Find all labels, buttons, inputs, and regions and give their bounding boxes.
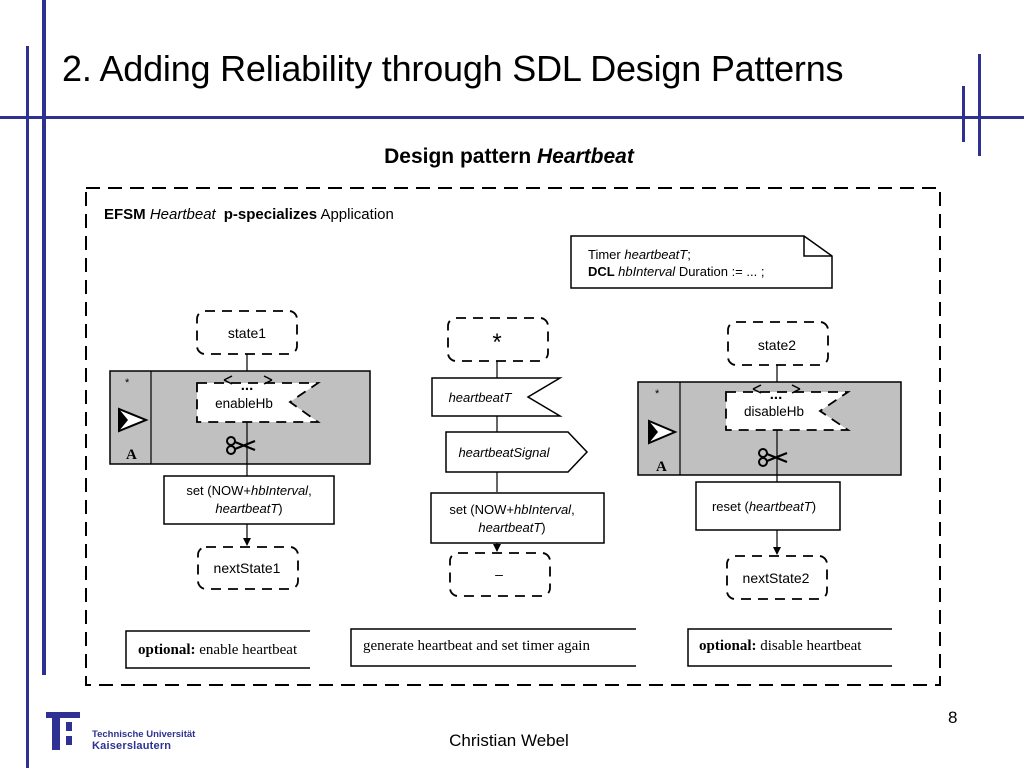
left-set-timer: heartbeatT bbox=[215, 501, 279, 516]
efsm-pattern-name: Heartbeat bbox=[150, 206, 217, 223]
reset-close: ) bbox=[812, 499, 816, 514]
right-play-icon-fill bbox=[649, 421, 658, 443]
page-number: 8 bbox=[948, 708, 958, 727]
dash-state-label: – bbox=[495, 566, 503, 582]
left-set-timer-task bbox=[163, 475, 335, 525]
middle-note bbox=[350, 628, 636, 667]
pattern-heading-prefix: Design pattern bbox=[384, 145, 537, 168]
left-optional-note bbox=[125, 630, 310, 669]
declaration-note bbox=[570, 235, 833, 289]
left-set-close: ) bbox=[278, 501, 282, 516]
middle-set-interval: hbInterval bbox=[514, 502, 572, 517]
left-set-prefix: set (NOW+ bbox=[186, 483, 251, 498]
declaration-var-name: hbInterval bbox=[618, 264, 676, 279]
declaration-timer-name: heartbeatT bbox=[624, 247, 688, 262]
declaration-note-fold bbox=[803, 236, 832, 257]
left-set-comma: , bbox=[308, 483, 312, 498]
enablehb-label: enableHb bbox=[215, 396, 273, 411]
declaration-dcl-keyword: DCL bbox=[588, 264, 618, 279]
left-set-line1: set (NOW+hbInterval, bbox=[186, 483, 311, 498]
heartbeatt-input-signal bbox=[431, 377, 563, 417]
middle-set-prefix: set (NOW+ bbox=[449, 502, 514, 517]
slide-title: 2. Adding Reliability through SDL Design… bbox=[62, 48, 844, 89]
university-logo: Technische Universität Kaiserslautern bbox=[44, 706, 214, 756]
middle-set-timer: heartbeatT bbox=[478, 520, 542, 535]
right-accent-bar-1 bbox=[962, 86, 965, 142]
tu-logo-mark bbox=[46, 712, 80, 750]
left-scissors-icon bbox=[226, 436, 256, 455]
right-accent-bar-2 bbox=[978, 54, 981, 156]
disablehb-arrow-left bbox=[752, 384, 762, 394]
left-optional-desc: enable heartbeat bbox=[196, 642, 298, 658]
left-optional-label: optional: bbox=[138, 642, 196, 658]
disablehb-arrow-right bbox=[791, 384, 801, 394]
nextstate2-box bbox=[726, 555, 828, 600]
reset-timer-text: reset (heartbeatT) bbox=[712, 499, 816, 514]
disablehb-label: disableHb bbox=[744, 404, 804, 419]
enablehb-arrow-right bbox=[263, 375, 273, 385]
reset-prefix: reset ( bbox=[712, 499, 750, 514]
logo-line2: Kaiserslautern bbox=[92, 740, 172, 752]
state2-label: state2 bbox=[758, 337, 796, 353]
right-optional-text: optional: disable heartbeat bbox=[699, 638, 862, 654]
middle-set-timer-task bbox=[430, 492, 605, 544]
nextstate2-label: nextState2 bbox=[743, 570, 810, 586]
efsm-header: EFSM Heartbeat p-specializes Application bbox=[104, 206, 394, 223]
dash-state-box bbox=[449, 552, 551, 597]
reset-timer-name: heartbeatT bbox=[749, 499, 813, 514]
middle-set-line1: set (NOW+hbInterval, bbox=[449, 502, 574, 517]
right-optional-note bbox=[687, 628, 892, 667]
any-state-label: * bbox=[492, 329, 501, 356]
disablehb-input-signal bbox=[725, 391, 851, 431]
middle-set-comma: , bbox=[571, 502, 575, 517]
right-optional-desc: disable heartbeat bbox=[757, 638, 863, 654]
state2-box bbox=[727, 321, 829, 366]
disablehb-dots: ... bbox=[770, 386, 783, 403]
declaration-var-type: Duration := ... ; bbox=[675, 264, 764, 279]
title-underline-bar bbox=[0, 116, 1024, 119]
reset-timer-task bbox=[695, 481, 841, 531]
enablehb-dots: ... bbox=[241, 377, 254, 394]
efsm-specializes: p-specializes bbox=[224, 206, 317, 223]
nextstate1-label: nextState1 bbox=[214, 560, 281, 576]
middle-set-close: ) bbox=[541, 520, 545, 535]
right-optional-label: optional: bbox=[699, 638, 757, 654]
left-optional-text: optional: enable heartbeat bbox=[138, 642, 298, 658]
nextstate1-box bbox=[197, 546, 299, 590]
logo-line1: Technische Universität bbox=[92, 729, 196, 740]
enablehb-input-signal bbox=[196, 382, 321, 423]
declaration-line1: Timer heartbeatT; bbox=[588, 247, 691, 262]
pattern-heading-name: Heartbeat bbox=[536, 145, 634, 168]
right-scissors-icon bbox=[758, 448, 788, 467]
efsm-application: Application bbox=[317, 206, 394, 223]
declaration-line2: DCL hbInterval Duration := ... ; bbox=[588, 264, 764, 279]
right-star: * bbox=[655, 388, 660, 400]
state1-label: state1 bbox=[228, 325, 266, 341]
diagram-frame bbox=[85, 187, 941, 686]
declaration-line1-end: ; bbox=[687, 247, 691, 262]
left-star: * bbox=[125, 377, 130, 389]
any-state-box bbox=[447, 317, 549, 362]
left-label-a: A bbox=[126, 447, 137, 463]
left-accent-bar-inner bbox=[26, 46, 29, 768]
middle-note-text: generate heartbeat and set timer again bbox=[363, 638, 590, 654]
left-accent-bar-outer bbox=[42, 0, 46, 675]
right-label-a: A bbox=[656, 459, 667, 475]
left-set-line2: heartbeatT) bbox=[215, 501, 282, 516]
author-name: Christian Webel bbox=[449, 731, 569, 750]
left-play-icon-fill bbox=[119, 409, 128, 431]
middle-set-line2: heartbeatT) bbox=[478, 520, 545, 535]
left-set-interval: hbInterval bbox=[251, 483, 309, 498]
heartbeatsignal-output-signal bbox=[445, 431, 589, 473]
heartbeatt-label: heartbeatT bbox=[449, 390, 513, 405]
pattern-heading: Design pattern Heartbeat bbox=[0, 145, 1018, 169]
heartbeatsignal-label: heartbeatSignal bbox=[458, 445, 550, 460]
enablehb-arrow-left bbox=[223, 375, 233, 385]
efsm-keyword: EFSM bbox=[104, 206, 150, 223]
declaration-timer-keyword: Timer bbox=[588, 247, 624, 262]
